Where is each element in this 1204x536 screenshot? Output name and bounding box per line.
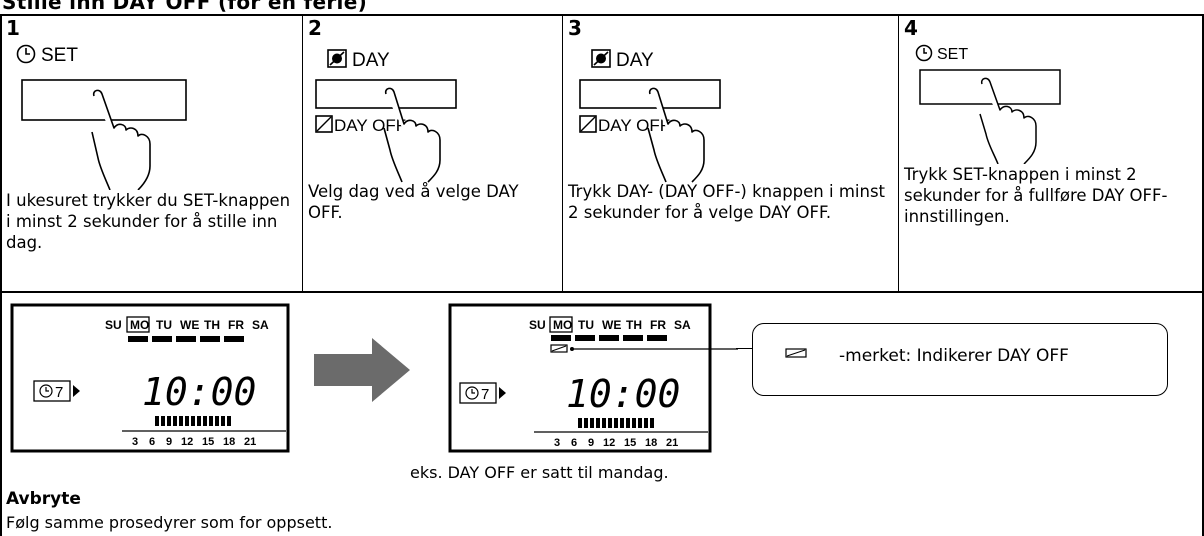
day-label: SU bbox=[529, 318, 546, 332]
hour-label: 18 bbox=[645, 437, 657, 449]
day-segment-bars bbox=[128, 336, 244, 342]
step-number: 4 bbox=[904, 16, 918, 40]
hour-label: 6 bbox=[149, 436, 155, 448]
day-button-label: DAY bbox=[352, 50, 390, 71]
step-number: 1 bbox=[6, 16, 20, 40]
pointer-arrow-icon bbox=[499, 387, 506, 399]
column-divider-1 bbox=[302, 14, 303, 292]
hour-label: 12 bbox=[181, 436, 193, 448]
table-border-right bbox=[1202, 14, 1204, 536]
day-label: WE bbox=[180, 318, 199, 332]
hour-label: 15 bbox=[202, 436, 214, 448]
hour-label: 9 bbox=[588, 437, 594, 449]
day-off-icon bbox=[315, 115, 333, 133]
hour-label: 9 bbox=[166, 436, 172, 448]
pointing-hand-icon bbox=[383, 87, 441, 183]
program-number: 7 bbox=[55, 384, 63, 401]
page-title: Stille inn DAY OFF (for en ferie) bbox=[2, 0, 368, 14]
lcd-display-after: SU MO TU WE TH FR SA 7 10:00 3 6 9 12 15… bbox=[448, 303, 738, 453]
time-readout: 10:00 bbox=[566, 372, 680, 416]
pointing-hand-icon bbox=[979, 77, 1037, 164]
program-number: 7 bbox=[481, 386, 489, 403]
day-segment-bars bbox=[551, 335, 667, 341]
day-off-mark-icon bbox=[785, 348, 807, 358]
hour-label: 18 bbox=[223, 436, 235, 448]
clock-icon bbox=[915, 44, 933, 62]
day-label: FR bbox=[228, 318, 244, 332]
hour-label: 6 bbox=[571, 437, 577, 449]
step2-day-button-figure: DAY DAY OFF bbox=[315, 49, 457, 183]
step4-set-button-figure: SET bbox=[915, 44, 1061, 164]
step-description: I ukesuret trykker du SET-knappen i mins… bbox=[6, 191, 291, 252]
time-readout: 10:00 bbox=[142, 370, 256, 414]
step-description: Trykk SET-knappen i minst 2 sekunder for… bbox=[904, 165, 1168, 226]
hour-segments bbox=[578, 418, 654, 428]
step-number: 2 bbox=[308, 16, 322, 40]
hour-label: 3 bbox=[132, 436, 138, 448]
clock-icon bbox=[39, 384, 53, 398]
example-caption: eks. DAY OFF er satt til mandag. bbox=[410, 463, 669, 482]
clock-icon bbox=[16, 44, 36, 64]
pointing-hand-icon bbox=[91, 89, 151, 190]
day-label: SA bbox=[674, 318, 691, 332]
day-label: WE bbox=[602, 318, 621, 332]
hour-label: 21 bbox=[666, 437, 678, 449]
table-border-left bbox=[0, 14, 2, 536]
step-number: 3 bbox=[568, 16, 582, 40]
hour-label: 12 bbox=[603, 437, 615, 449]
hour-label: 21 bbox=[244, 436, 256, 448]
day-label: TH bbox=[204, 318, 220, 332]
sun-icon bbox=[327, 49, 347, 68]
pointing-hand-icon bbox=[647, 87, 705, 183]
cancel-text: Følg samme prosedyrer som for oppsett. bbox=[6, 513, 333, 532]
column-divider-2 bbox=[562, 14, 563, 292]
step-description: Velg dag ved å velge DAY OFF. bbox=[308, 182, 519, 222]
set-button-label: SET bbox=[41, 45, 78, 66]
transition-arrow-icon bbox=[314, 338, 410, 402]
step3-day-button-figure: DAY DAY OFF bbox=[579, 49, 721, 183]
day-label: FR bbox=[650, 318, 666, 332]
day-label: TU bbox=[156, 318, 172, 332]
day-label: MO bbox=[130, 318, 149, 332]
day-off-icon bbox=[579, 115, 597, 133]
column-divider-3 bbox=[898, 14, 899, 292]
step-description: Trykk DAY- (DAY OFF-) knappen i minst 2 … bbox=[568, 182, 886, 222]
table-row-divider bbox=[0, 291, 1204, 293]
set-button-label: SET bbox=[937, 46, 968, 63]
table-border-top bbox=[0, 14, 1204, 16]
day-off-sub-label: DAY OFF bbox=[598, 116, 670, 135]
hour-segments bbox=[155, 416, 231, 426]
day-off-sub-label: DAY OFF bbox=[334, 116, 406, 135]
callout-text: -merket: Indikerer DAY OFF bbox=[839, 346, 1069, 366]
day-label: SA bbox=[252, 318, 269, 332]
lcd-display-before: SU MO TU WE TH FR SA 7 10:00 3 6 9 12 15… bbox=[10, 303, 290, 453]
day-label: MO bbox=[553, 318, 572, 332]
callout-connector bbox=[736, 348, 752, 350]
step1-set-button-figure: SET bbox=[16, 44, 187, 190]
clock-icon bbox=[465, 386, 479, 400]
day-label: SU bbox=[105, 318, 122, 332]
hour-label: 15 bbox=[624, 437, 636, 449]
cancel-heading: Avbryte bbox=[6, 489, 81, 509]
day-off-mark-icon bbox=[550, 344, 568, 353]
day-label: TH bbox=[626, 318, 642, 332]
sun-icon bbox=[591, 49, 611, 68]
day-button-label: DAY bbox=[616, 50, 654, 71]
selected-day-box bbox=[126, 316, 150, 333]
pointer-arrow-icon bbox=[73, 385, 80, 397]
selected-day-box bbox=[549, 316, 573, 333]
hour-label: 3 bbox=[554, 437, 560, 449]
day-label: TU bbox=[578, 318, 594, 332]
day-off-legend-callout: -merket: Indikerer DAY OFF bbox=[752, 323, 1168, 396]
